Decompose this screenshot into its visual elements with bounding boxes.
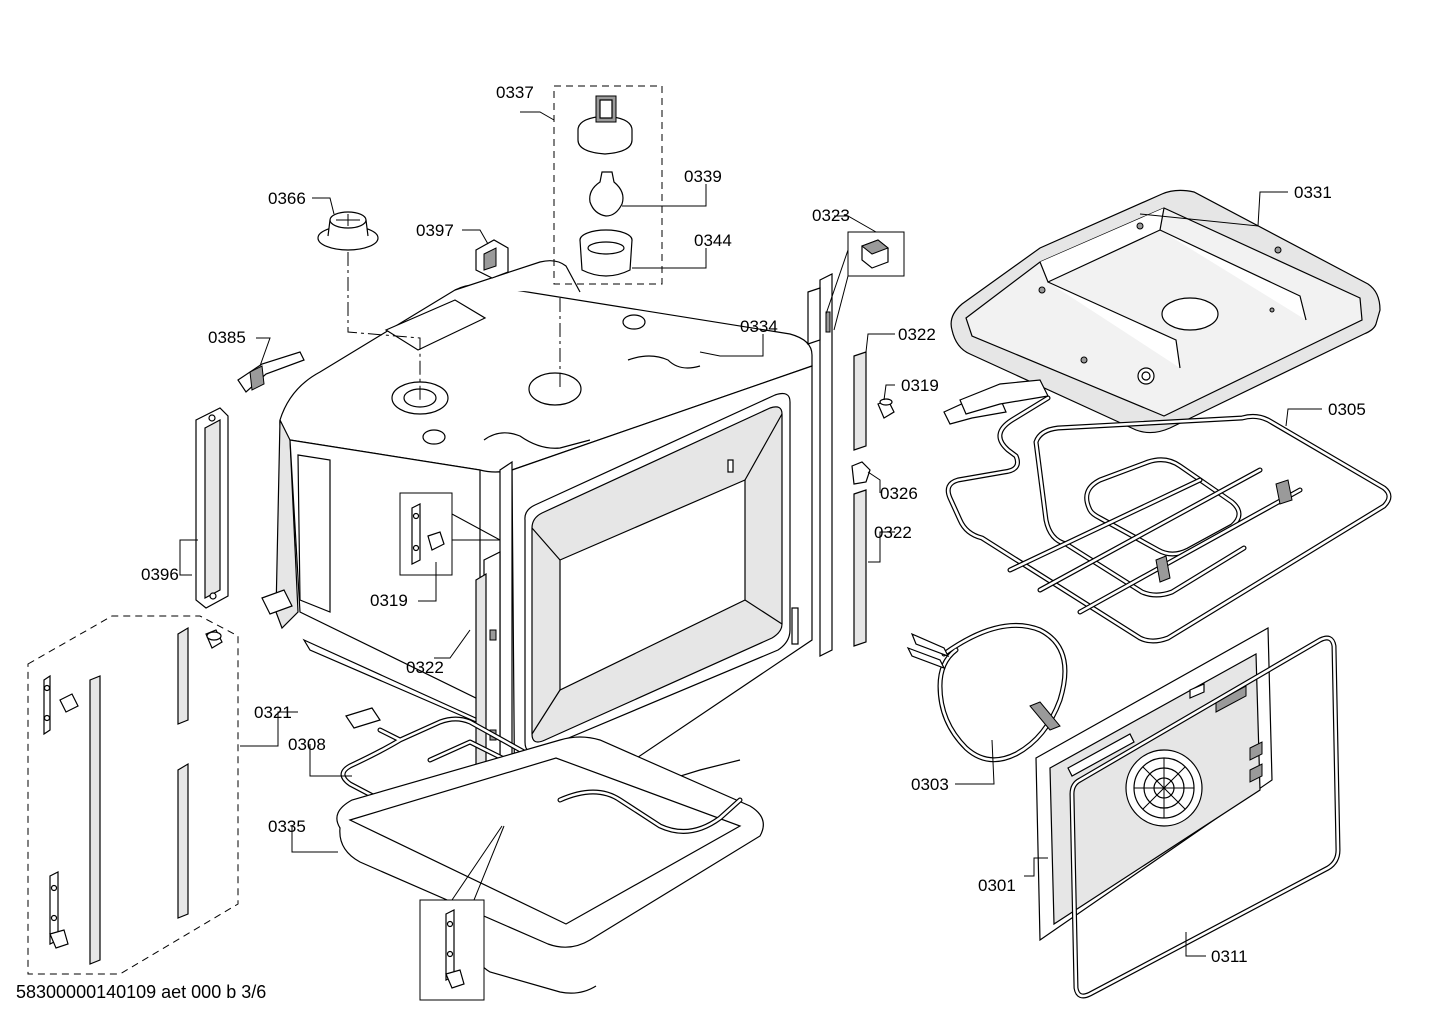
plug-0319 xyxy=(877,398,895,419)
strip-0322-top xyxy=(853,351,867,451)
clip-0326 xyxy=(851,461,871,485)
bottom-insulation-0335 xyxy=(336,736,764,994)
label-0322-bottom: 0322 xyxy=(874,523,912,542)
lamp-bulb-0339 xyxy=(589,171,624,217)
label-0321: 0321 xyxy=(254,703,292,722)
label-0385: 0385 xyxy=(208,328,246,347)
fan-cap-0366 xyxy=(317,211,379,251)
label-0344: 0344 xyxy=(694,231,732,250)
drawing-reference: 58300000140109 aet 000 b 3/6 xyxy=(16,982,266,1002)
door-seal-0311 xyxy=(1069,635,1341,999)
label-0322-cavity: 0322 xyxy=(406,658,444,677)
label-0331: 0331 xyxy=(1294,183,1332,202)
ring-heater-0303 xyxy=(906,622,1068,763)
label-0326: 0326 xyxy=(880,484,918,503)
clip-0323 xyxy=(861,239,889,269)
label-0303: 0303 xyxy=(911,775,949,794)
label-0301: 0301 xyxy=(978,876,1016,895)
strip-0322-bottom xyxy=(853,489,867,647)
back-panel-0301 xyxy=(1035,626,1273,942)
label-0337: 0337 xyxy=(496,83,534,102)
label-0311: 0311 xyxy=(1211,947,1248,966)
lamp-socket-0337 xyxy=(577,95,633,155)
top-cover-0331 xyxy=(950,189,1381,434)
hinge-kit-0321 xyxy=(43,626,223,965)
clip-0385 xyxy=(237,351,305,393)
label-0339: 0339 xyxy=(684,167,722,186)
hinge-0322-inset xyxy=(445,909,465,989)
lamp-cover-0344 xyxy=(579,229,633,277)
hinge-block-0319-inset xyxy=(411,503,445,565)
label-0334: 0334 xyxy=(740,317,778,336)
label-0396: 0396 xyxy=(141,565,179,584)
label-0319-cavity: 0319 xyxy=(370,591,408,610)
label-0335: 0335 xyxy=(268,817,306,836)
label-0397: 0397 xyxy=(416,221,454,240)
leader-lines xyxy=(179,111,1322,957)
bracket-0397 xyxy=(475,239,509,279)
label-0366: 0366 xyxy=(268,189,306,208)
label-0305: 0305 xyxy=(1328,400,1366,419)
label-0323: 0323 xyxy=(812,206,850,225)
door-handle-rail-0396 xyxy=(195,407,229,609)
label-0322-top: 0322 xyxy=(898,325,936,344)
label-0319-right: 0319 xyxy=(901,376,939,395)
label-0308: 0308 xyxy=(288,735,326,754)
top-heater-0305 xyxy=(943,379,1392,644)
